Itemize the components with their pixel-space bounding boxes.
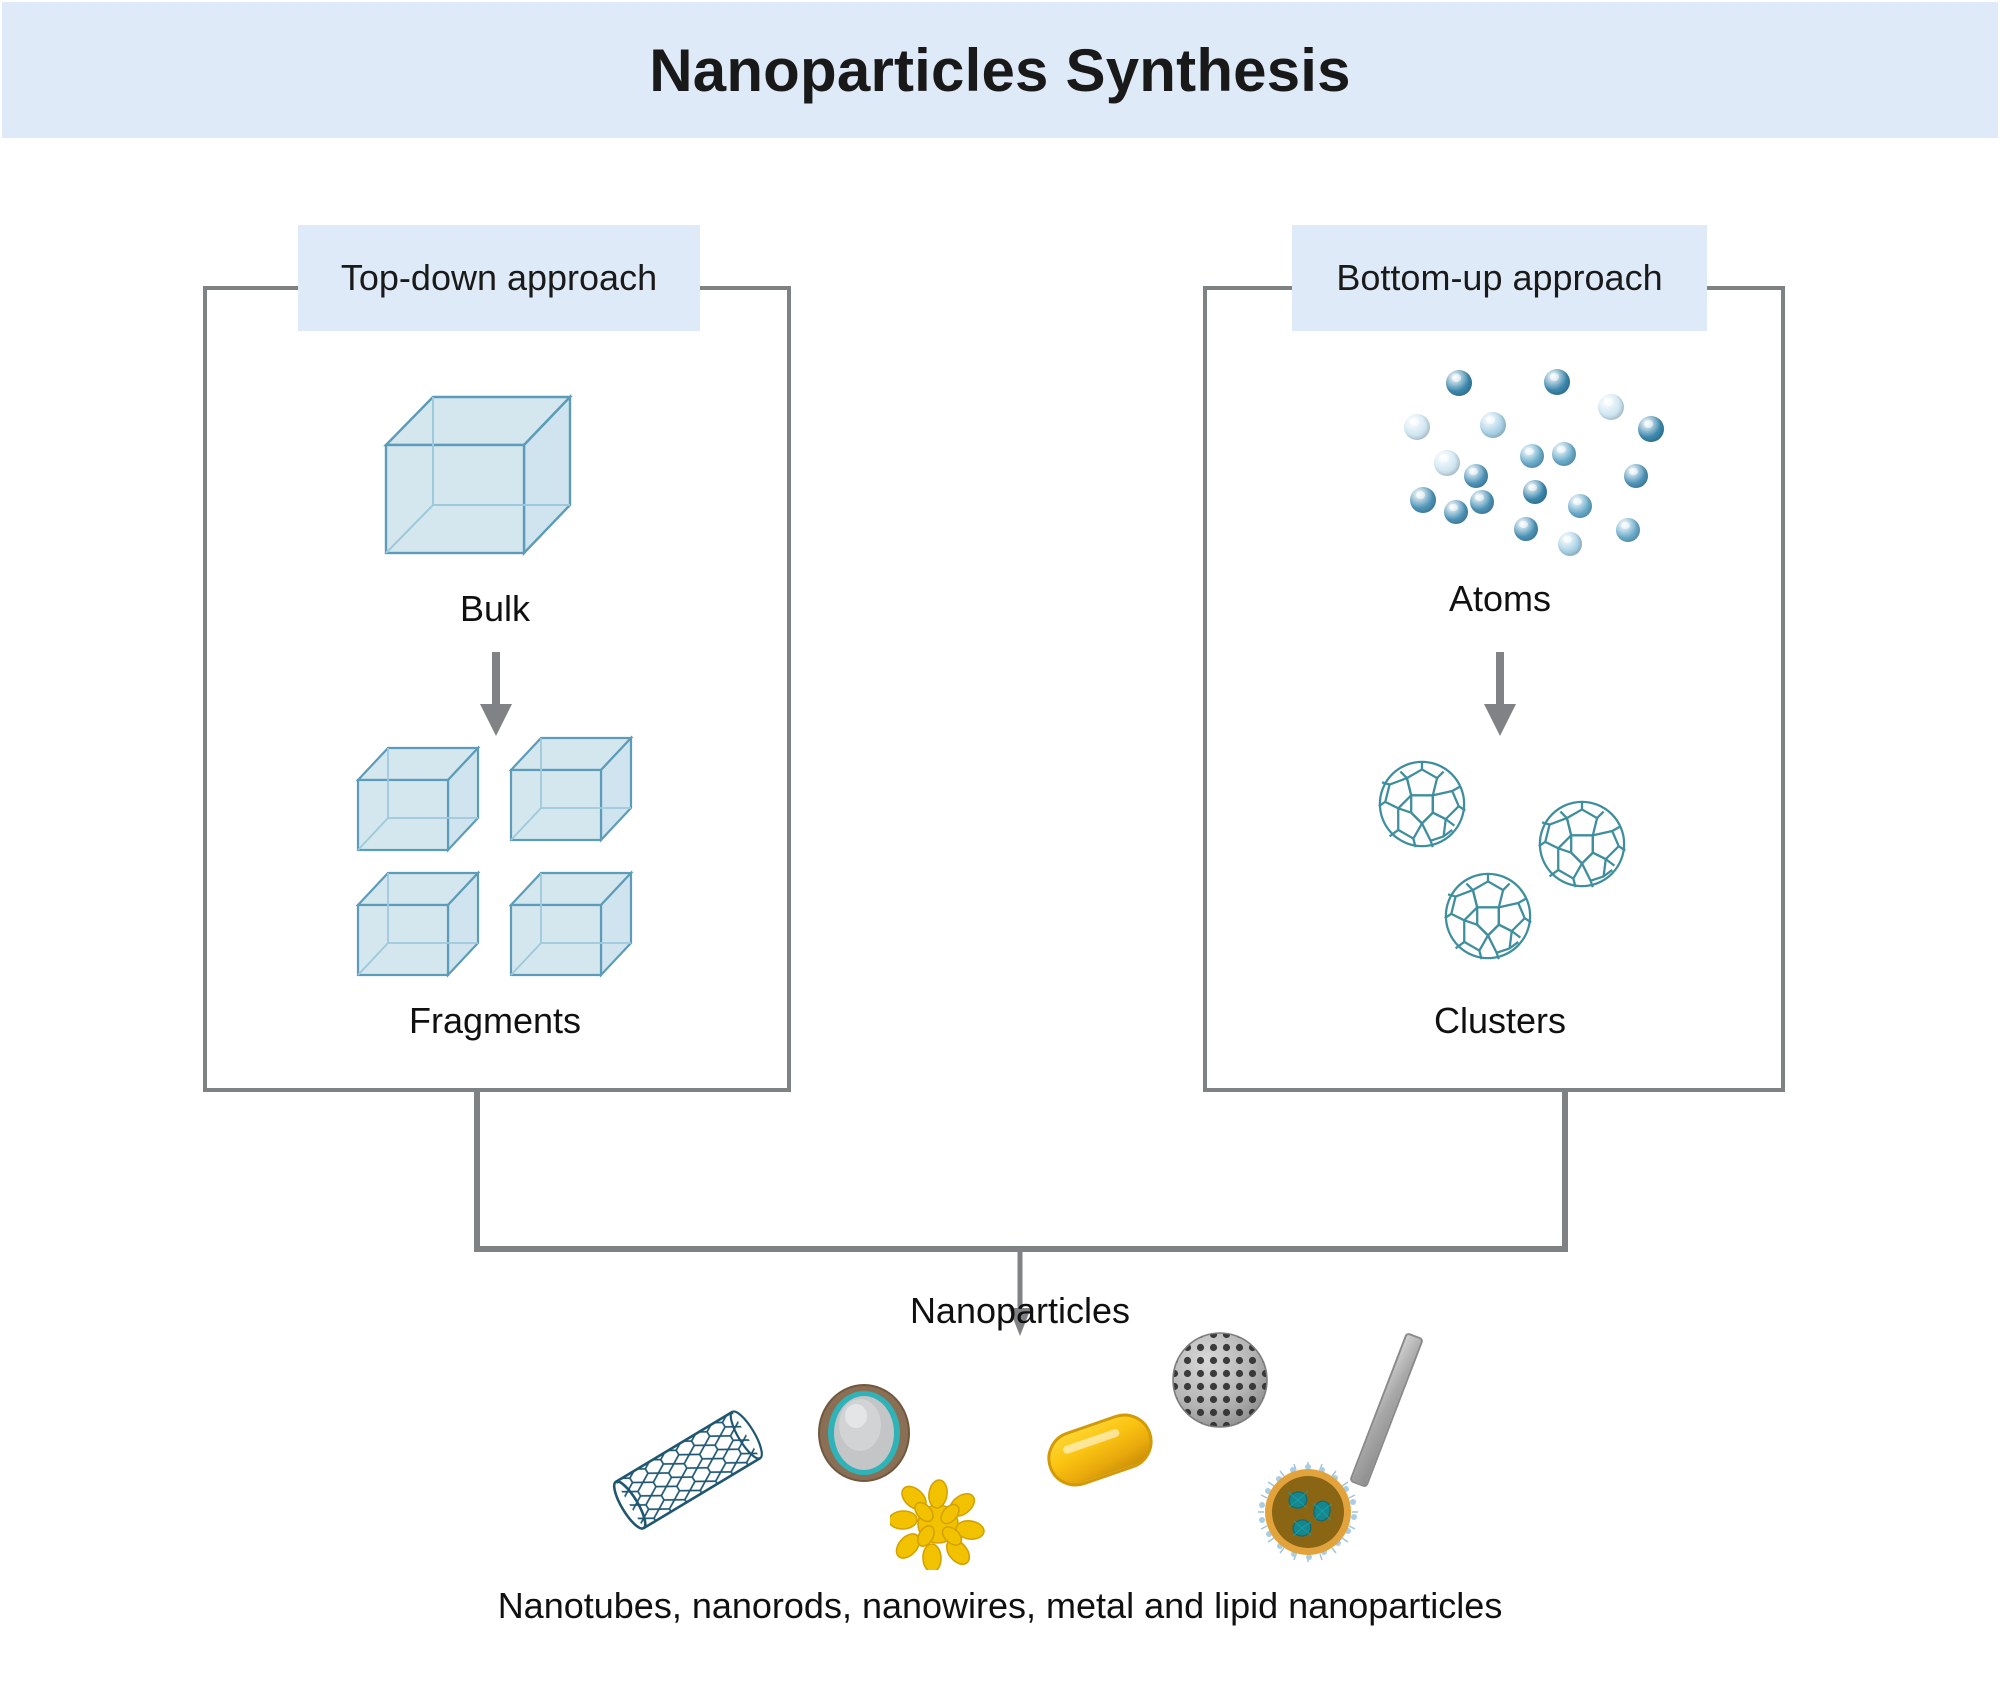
atom-dot	[1638, 416, 1664, 442]
atom-dot	[1404, 414, 1430, 440]
stage-label-clusters: Clusters	[1433, 1000, 1567, 1041]
atom-dot	[1434, 450, 1460, 476]
atom-dot	[1544, 369, 1570, 395]
gold-nanorod-icon	[1039, 1405, 1161, 1495]
atom-dot	[1470, 490, 1494, 514]
carbon-nanotube-icon	[612, 1410, 763, 1530]
gold-dendritic-nanoparticle-icon	[890, 1479, 985, 1570]
atom-dot	[1444, 500, 1468, 524]
porous-nanoparticle-icon	[1172, 1332, 1268, 1428]
atom-dot	[1552, 442, 1576, 466]
atom-dot	[1616, 518, 1640, 542]
atom-dot	[1568, 494, 1592, 518]
arrow-to-nanoparticles	[1009, 1246, 1031, 1336]
group-label-top-down: Top-down approach	[298, 225, 700, 331]
group-label-bottom-up: Bottom-up approach	[1292, 225, 1707, 331]
stage-label-atoms: Atoms	[1448, 578, 1552, 619]
fragment-cube-icon	[355, 745, 481, 853]
fullerene-cluster-icon	[1378, 760, 1466, 848]
atom-dots-icon	[1404, 352, 1664, 556]
connector-right-drop	[1562, 1090, 1568, 1252]
fullerene-cluster-icon	[1538, 800, 1626, 888]
atom-dot	[1464, 464, 1488, 488]
outcome-label: Nanoparticles	[909, 1290, 1131, 1331]
bulk-cube-icon	[383, 394, 573, 556]
header-banner: Nanoparticles Synthesis	[2, 2, 1998, 138]
atom-dot	[1480, 412, 1506, 438]
atom-dot	[1624, 464, 1648, 488]
stage-label-bulk: Bulk	[459, 588, 531, 629]
atom-dot	[1523, 480, 1547, 504]
arrow-bulk-to-fragments	[480, 652, 512, 736]
connector-left-drop	[474, 1090, 480, 1252]
atom-dot	[1514, 517, 1538, 541]
stage-label-fragments: Fragments	[408, 1000, 582, 1041]
nanowire-icon	[1348, 1331, 1425, 1489]
nanorod-highlight	[1062, 1427, 1121, 1455]
atom-dot	[1446, 370, 1472, 396]
atom-dot	[1558, 532, 1582, 556]
fragment-cube-icon	[508, 735, 634, 843]
core-shell-nanoparticle-icon	[818, 1384, 910, 1482]
atom-dot	[1520, 444, 1544, 468]
outcome-caption: Nanotubes, nanorods, nanowires, metal an…	[497, 1585, 1503, 1626]
fragment-cube-icon	[508, 870, 634, 978]
atom-dot	[1410, 487, 1436, 513]
atom-dot	[1598, 394, 1624, 420]
fullerene-cluster-icon	[1444, 872, 1532, 960]
fragment-cube-icon	[355, 870, 481, 978]
lipid-nanoparticle-icon	[1258, 1462, 1358, 1562]
arrow-atoms-to-clusters	[1484, 652, 1516, 736]
page-title: Nanoparticles Synthesis	[649, 36, 1351, 104]
